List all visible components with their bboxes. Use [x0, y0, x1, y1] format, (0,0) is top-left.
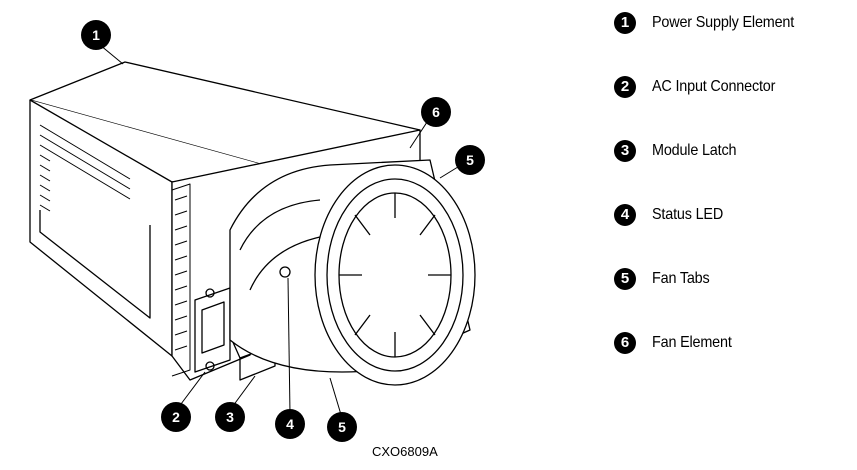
- legend-badge: 4: [614, 204, 636, 226]
- legend-badge: 3: [614, 140, 636, 162]
- legend: 1 Power Supply Element 2 AC Input Connec…: [614, 8, 854, 392]
- callout-badges: 1 2 3 4 5 5 6: [81, 20, 485, 442]
- legend-item-fan-element: 6 Fan Element: [614, 328, 854, 392]
- legend-item-status-led: 4 Status LED: [614, 200, 854, 264]
- callout-6: 6: [432, 104, 440, 120]
- figure-id: CXO6809A: [372, 444, 438, 459]
- legend-item-ac-input: 2 AC Input Connector: [614, 72, 854, 136]
- legend-badge: 2: [614, 76, 636, 98]
- side-recess: [39, 210, 151, 319]
- callout-5-bottom: 5: [338, 419, 346, 435]
- legend-badge: 6: [614, 332, 636, 354]
- legend-badge: 5: [614, 268, 636, 290]
- legend-item-module-latch: 3 Module Latch: [614, 136, 854, 200]
- legend-item-fan-tabs: 5 Fan Tabs: [614, 264, 854, 328]
- legend-badge: 1: [614, 12, 636, 34]
- legend-label: AC Input Connector: [652, 78, 776, 95]
- ac-input-connector: [194, 287, 231, 373]
- legend-item-power-supply: 1 Power Supply Element: [614, 8, 854, 72]
- power-supply-illustration: 1 2 3 4 5 5 6: [29, 20, 485, 442]
- callout-3: 3: [226, 409, 234, 425]
- callout-5-top: 5: [466, 152, 474, 168]
- leader-lines: [99, 44, 467, 419]
- legend-label: Fan Tabs: [652, 270, 710, 287]
- callout-2: 2: [172, 409, 180, 425]
- callout-4: 4: [286, 416, 294, 432]
- front-connector-strip: [171, 183, 191, 377]
- legend-label: Fan Element: [652, 334, 732, 351]
- legend-label: Module Latch: [652, 142, 737, 159]
- legend-label: Power Supply Element: [652, 14, 795, 31]
- fan-grille: [314, 164, 476, 386]
- vent-slots: [39, 124, 131, 212]
- status-led: [279, 266, 291, 278]
- legend-label: Status LED: [652, 206, 724, 223]
- callout-1: 1: [92, 27, 100, 43]
